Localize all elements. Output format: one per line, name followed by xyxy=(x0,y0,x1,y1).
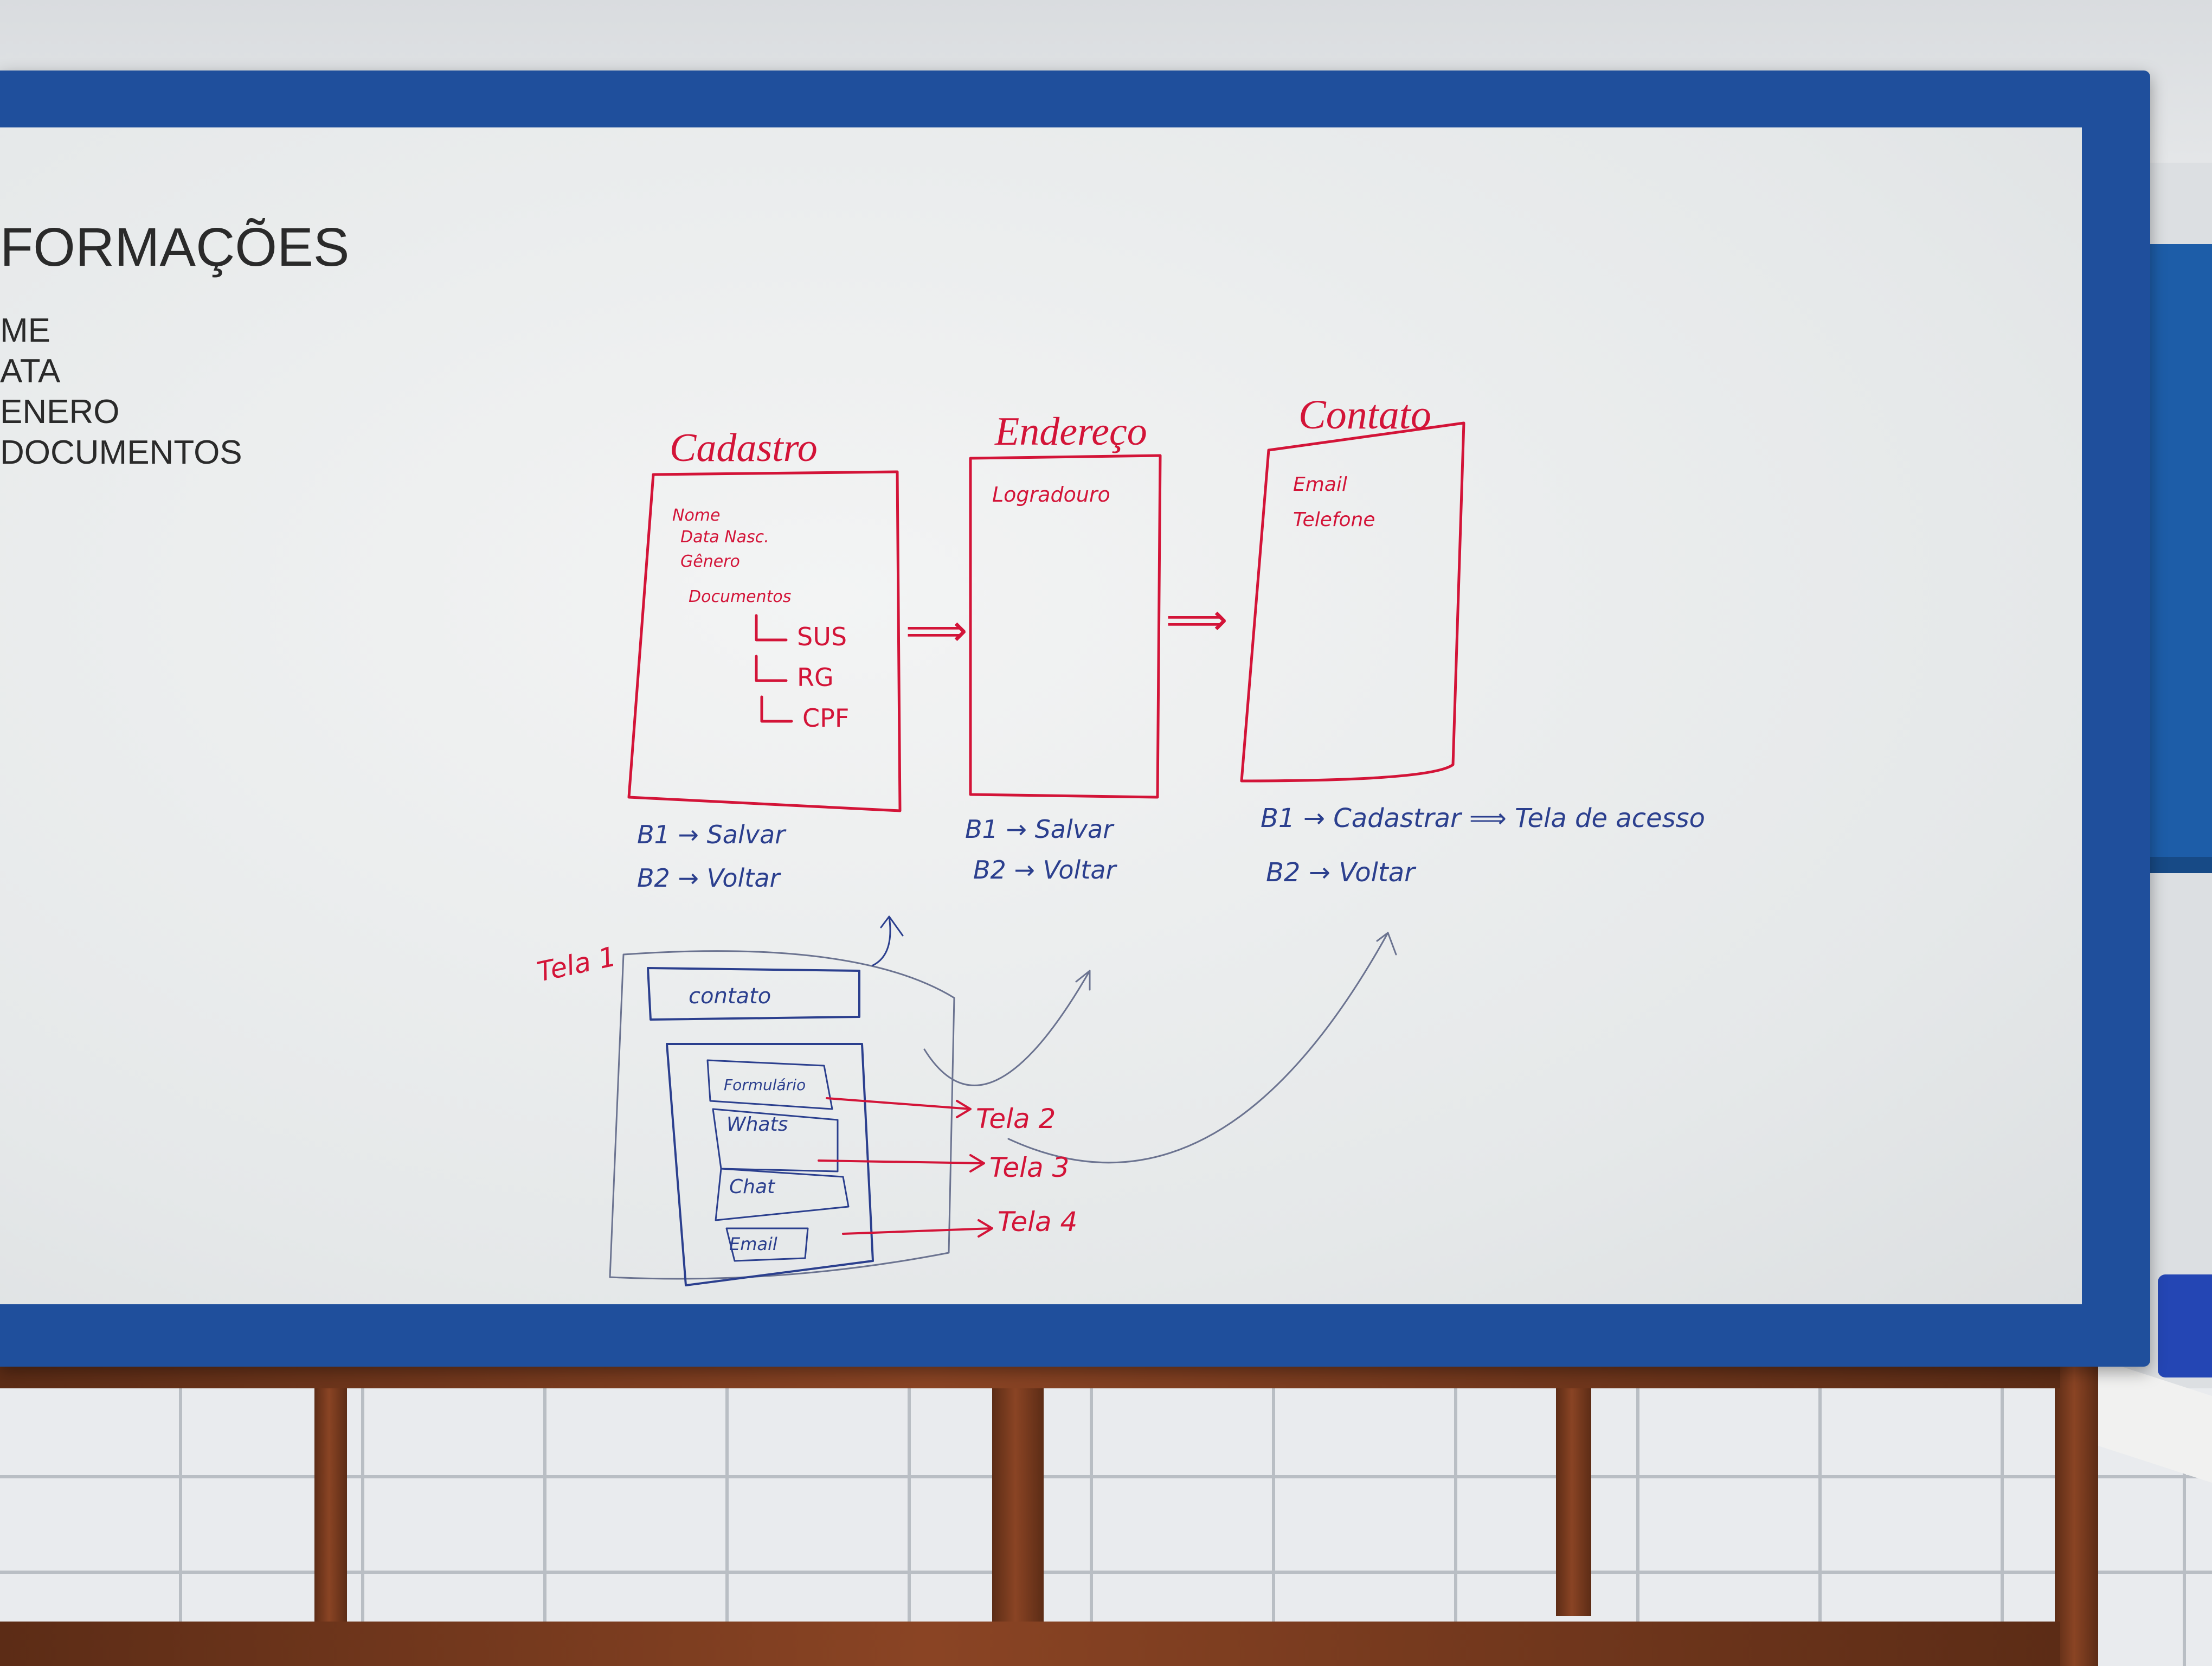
whiteboard-surface xyxy=(0,127,2082,1304)
menu-item-email: Email xyxy=(729,1234,777,1254)
menu-item-formulario: Formulário xyxy=(724,1076,806,1094)
curve-to-endereco xyxy=(923,970,1091,1086)
contato-screen-box xyxy=(1240,421,1465,783)
easel-bottom-bar xyxy=(0,1622,2060,1666)
curve-to-contato xyxy=(1007,932,1397,1164)
blue-chair xyxy=(2158,1274,2212,1377)
tiled-floor xyxy=(0,1388,2212,1666)
contato-header-box xyxy=(647,967,860,1021)
menu-item-chat: Chat xyxy=(729,1176,776,1198)
cpf-arrow xyxy=(760,695,793,723)
target-tela4: Tela 4 xyxy=(998,1206,1077,1238)
menu-item-whats: Whats xyxy=(726,1113,788,1136)
easel-leg-2 xyxy=(992,1388,1044,1643)
doc-rg: RG xyxy=(797,663,834,692)
notes-item-1: ME xyxy=(0,312,50,349)
endereco-button-2: B2 → Voltar xyxy=(973,855,1118,885)
flow-arrow-2: ⟹ xyxy=(1166,594,1228,645)
target-tela2: Tela 2 xyxy=(976,1103,1056,1135)
tela1-label: Tela 1 xyxy=(534,940,619,988)
target-tela3: Tela 3 xyxy=(989,1152,1069,1183)
endereco-field-1: Logradouro xyxy=(992,483,1110,507)
email-box xyxy=(725,1227,809,1262)
blue-door xyxy=(2139,244,2212,857)
endereco-screen-box xyxy=(969,454,1162,799)
rg-arrow xyxy=(755,655,788,682)
cadastro-button-2: B2 → Voltar xyxy=(637,863,782,893)
cadastro-screen-box xyxy=(627,470,902,812)
curve-top-hook xyxy=(872,915,904,966)
contato-button-1: B1 → Cadastrar ⟹ Tela de acesso xyxy=(1261,803,1705,834)
tela1-outer-shape xyxy=(609,950,955,1280)
chat-box xyxy=(715,1168,850,1221)
cadastro-field-2: Data Nasc. xyxy=(680,528,769,547)
contato-field-2: Telefone xyxy=(1293,509,1375,531)
notes-item-4: DOCUMENTOS xyxy=(0,434,242,471)
doc-sus: SUS xyxy=(797,622,847,651)
notes-heading: FORMAÇÕES xyxy=(0,217,349,278)
doc-cpf: CPF xyxy=(802,703,849,733)
formulario-box xyxy=(706,1059,833,1110)
cadastro-field-1: Nome xyxy=(672,506,720,525)
endereco-button-1: B1 → Salvar xyxy=(965,815,1115,844)
easel-leg-3 xyxy=(1556,1388,1591,1616)
sketch-header-text: contato xyxy=(689,984,771,1009)
arrow-to-tela2 xyxy=(826,1097,972,1118)
cadastro-field-3: Gênero xyxy=(680,552,740,571)
notes-item-2: ATA xyxy=(0,353,61,390)
door-edge xyxy=(2139,857,2212,873)
arrow-to-tela3 xyxy=(818,1154,985,1172)
endereco-title: Endereço xyxy=(994,409,1147,454)
notes-item-3: ENERO xyxy=(0,393,119,431)
cadastro-button-1: B1 → Salvar xyxy=(637,820,787,849)
arrow-to-tela4 xyxy=(842,1219,993,1238)
contato-button-2: B2 → Voltar xyxy=(1266,857,1417,888)
contato-field-1: Email xyxy=(1293,473,1347,496)
easel-leg-1 xyxy=(314,1388,347,1643)
menu-container-box xyxy=(666,1043,874,1286)
cadastro-field-4: Documentos xyxy=(689,587,791,606)
contato-title: Contato xyxy=(1298,392,1431,438)
flow-arrow-1: ⟹ xyxy=(905,605,968,656)
whats-box xyxy=(712,1108,839,1172)
sus-arrow xyxy=(755,614,788,642)
cadastro-title: Cadastro xyxy=(670,426,818,470)
